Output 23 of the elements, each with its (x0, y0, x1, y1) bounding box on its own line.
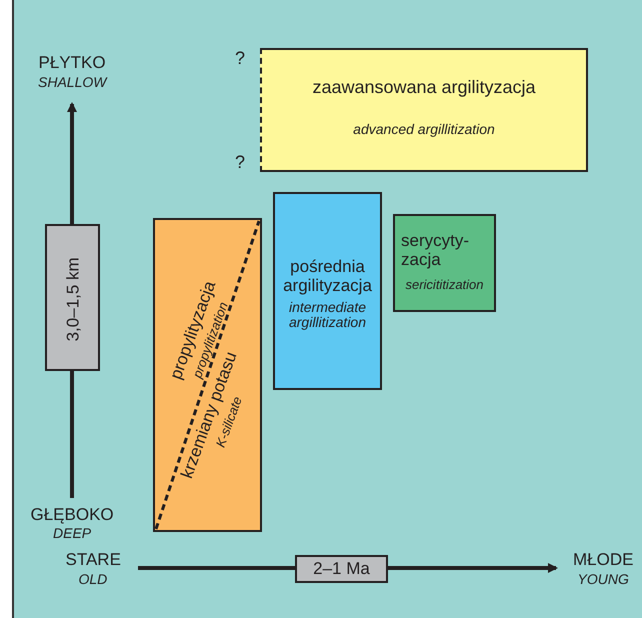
zone-title: serycyty- zacja (401, 232, 470, 270)
axis-label: MŁODE (573, 550, 634, 570)
axis-label: SHALLOW (38, 74, 106, 90)
question-mark: ? (235, 48, 246, 69)
axis-label: GŁĘBOKO (30, 505, 114, 525)
zone-title: pośrednia argilityzacja (282, 258, 373, 296)
zone-subtitle: advanced argillitization (352, 122, 496, 138)
axis-label: DEEP (53, 525, 92, 541)
zone-subtitle: intermediate argillitization (288, 300, 368, 331)
axis-label: OLD (78, 571, 108, 587)
question-mark: ? (235, 152, 246, 173)
zone-box (273, 192, 382, 390)
axis-label: PŁYTKO (38, 53, 106, 73)
depth-range-text: 3,0–1,5 km (64, 256, 84, 341)
axis-label: YOUNG (578, 571, 629, 587)
zone-subtitle: sericititization (404, 278, 485, 292)
time-range-text: 2–1 Ma (312, 560, 371, 579)
zone-title: zaawansowana argilityzacja (311, 78, 537, 98)
axis-label: STARE (66, 550, 121, 570)
depth-range-box (45, 224, 100, 371)
zone-box (260, 48, 588, 172)
time-range-box (295, 555, 388, 583)
zone-box (393, 214, 496, 312)
